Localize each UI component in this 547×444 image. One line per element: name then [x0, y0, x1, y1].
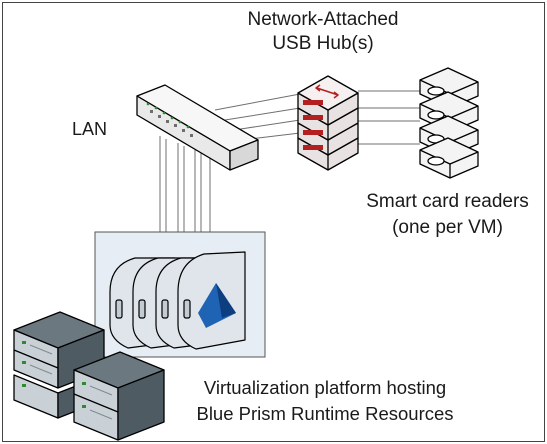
blue-prism-logo-icon: [198, 283, 236, 328]
readers-label-line2: (one per VM): [392, 217, 503, 238]
cables-hub-readers: [358, 90, 420, 145]
lan-label: LAN: [72, 119, 108, 139]
smart-card-reader-icon: [419, 67, 479, 179]
cables-switch-platform: [159, 136, 211, 232]
network-switch-icon: [136, 84, 259, 171]
usb-hub-label: Network-Attached USB Hub(s): [218, 8, 428, 56]
usb-hub-icon: [297, 75, 359, 171]
server-chassis-icon: [13, 311, 165, 441]
readers-label-line1: Smart card readers: [366, 191, 529, 212]
platform-label-line2: Blue Prism Runtime Resources: [196, 403, 454, 424]
platform-label-line1: Virtualization platform hosting: [203, 377, 447, 398]
usb-hub-label-line1: Network-Attached: [247, 9, 399, 30]
virtualization-platform-label: Virtualization platform hosting Blue Pri…: [175, 375, 475, 427]
smart-card-readers-label: Smart card readers (one per VM): [350, 189, 545, 241]
usb-hub-label-line2: USB Hub(s): [272, 33, 374, 54]
